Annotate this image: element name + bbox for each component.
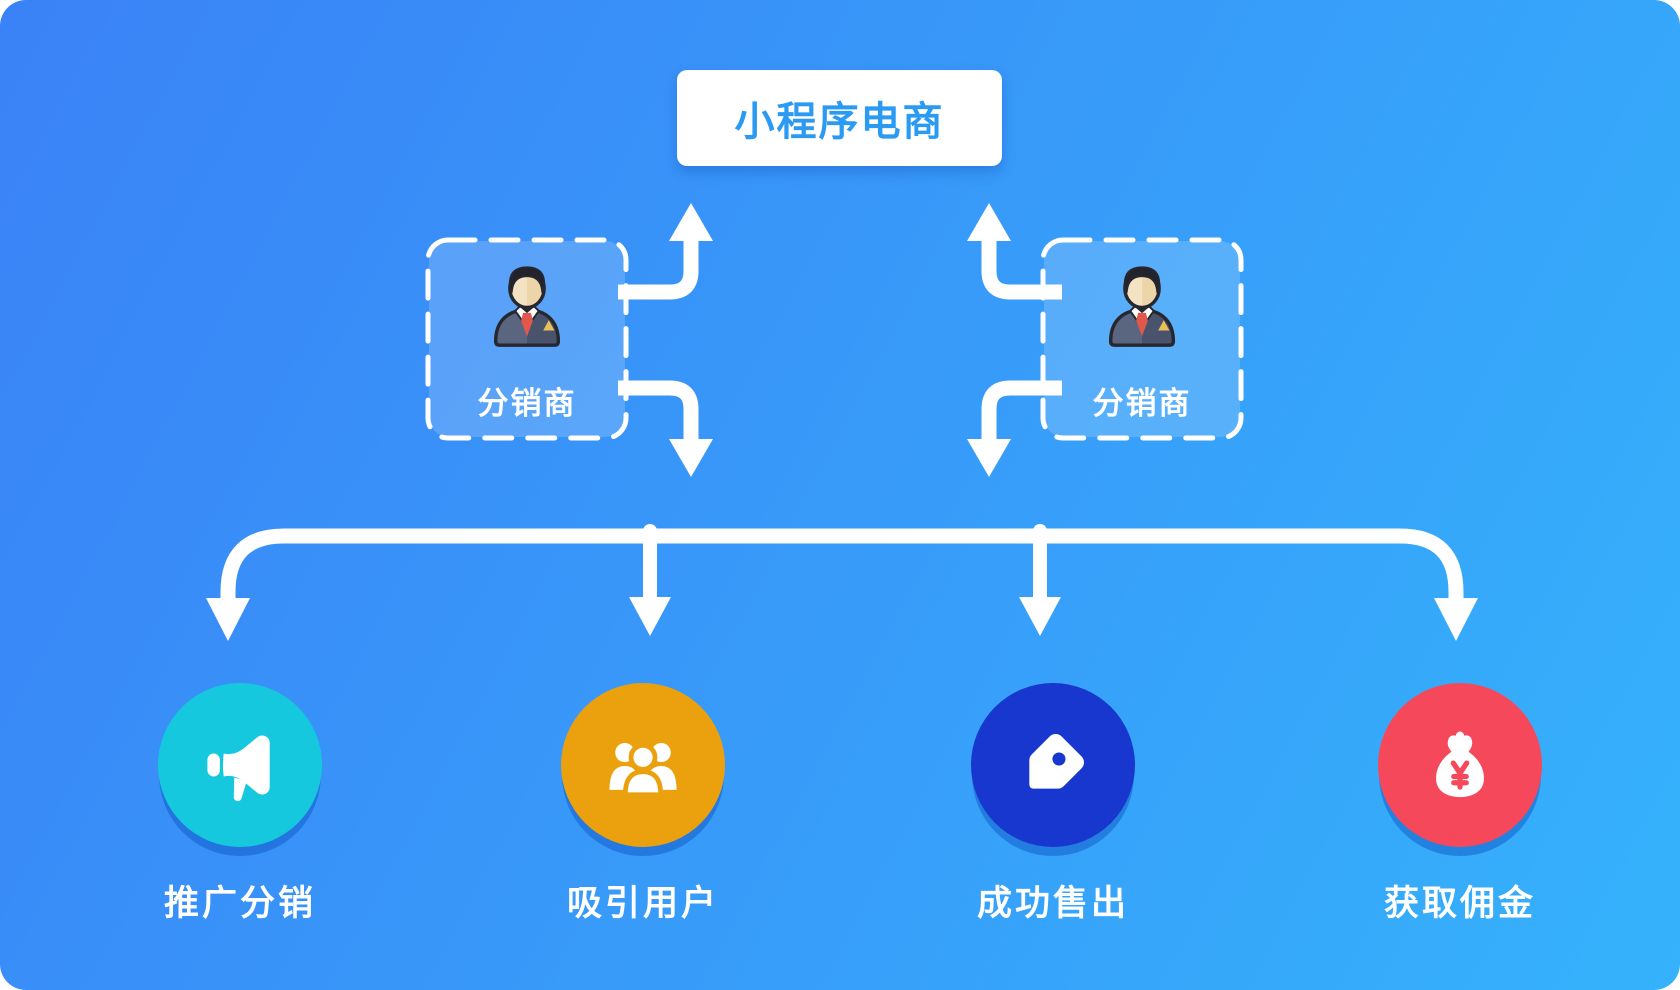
arrowhead-up-right	[967, 203, 1011, 241]
arrowhead-up-left	[669, 203, 713, 241]
businessman-avatar-icon	[1108, 266, 1176, 347]
step-circle	[1378, 683, 1542, 847]
distributor-node-left: 分销商	[425, 237, 629, 441]
dashed-border	[1040, 237, 1244, 441]
arrowhead-step-4	[1434, 598, 1478, 641]
arrowhead-step-2	[629, 597, 671, 636]
step-circle	[971, 683, 1135, 847]
root-node-title: 小程序电商	[734, 100, 945, 144]
arrowhead-down-right	[967, 439, 1011, 477]
arrowhead-down-left	[669, 439, 713, 477]
step-circle	[158, 683, 322, 847]
money-bag-icon	[1436, 731, 1484, 798]
price-tag-icon	[1029, 734, 1084, 789]
distributor-label: 分销商	[477, 386, 577, 421]
megaphone-icon	[207, 735, 270, 802]
step-label: 成功售出	[976, 884, 1130, 923]
step-node-commission: 获取佣金	[1378, 683, 1542, 923]
step-node-promote: 推广分销	[158, 683, 322, 923]
step-label: 吸引用户	[566, 884, 720, 923]
step-circle	[561, 683, 725, 847]
distributor-label: 分销商	[1092, 386, 1192, 421]
users-icon	[609, 742, 677, 798]
step-node-attract: 吸引用户	[561, 683, 725, 923]
step-node-sell: 成功售出	[971, 683, 1135, 923]
businessman-avatar-icon	[493, 266, 561, 347]
step-label: 获取佣金	[1383, 884, 1537, 923]
arrowhead-step-1	[206, 598, 250, 641]
root-node-card: 小程序电商	[677, 70, 1002, 166]
dashed-border	[425, 237, 629, 441]
distributor-node-right: 分销商	[1040, 237, 1244, 441]
step-label: 推广分销	[163, 884, 317, 923]
connector-line	[220, 528, 1464, 600]
arrowhead-step-3	[1019, 597, 1061, 636]
